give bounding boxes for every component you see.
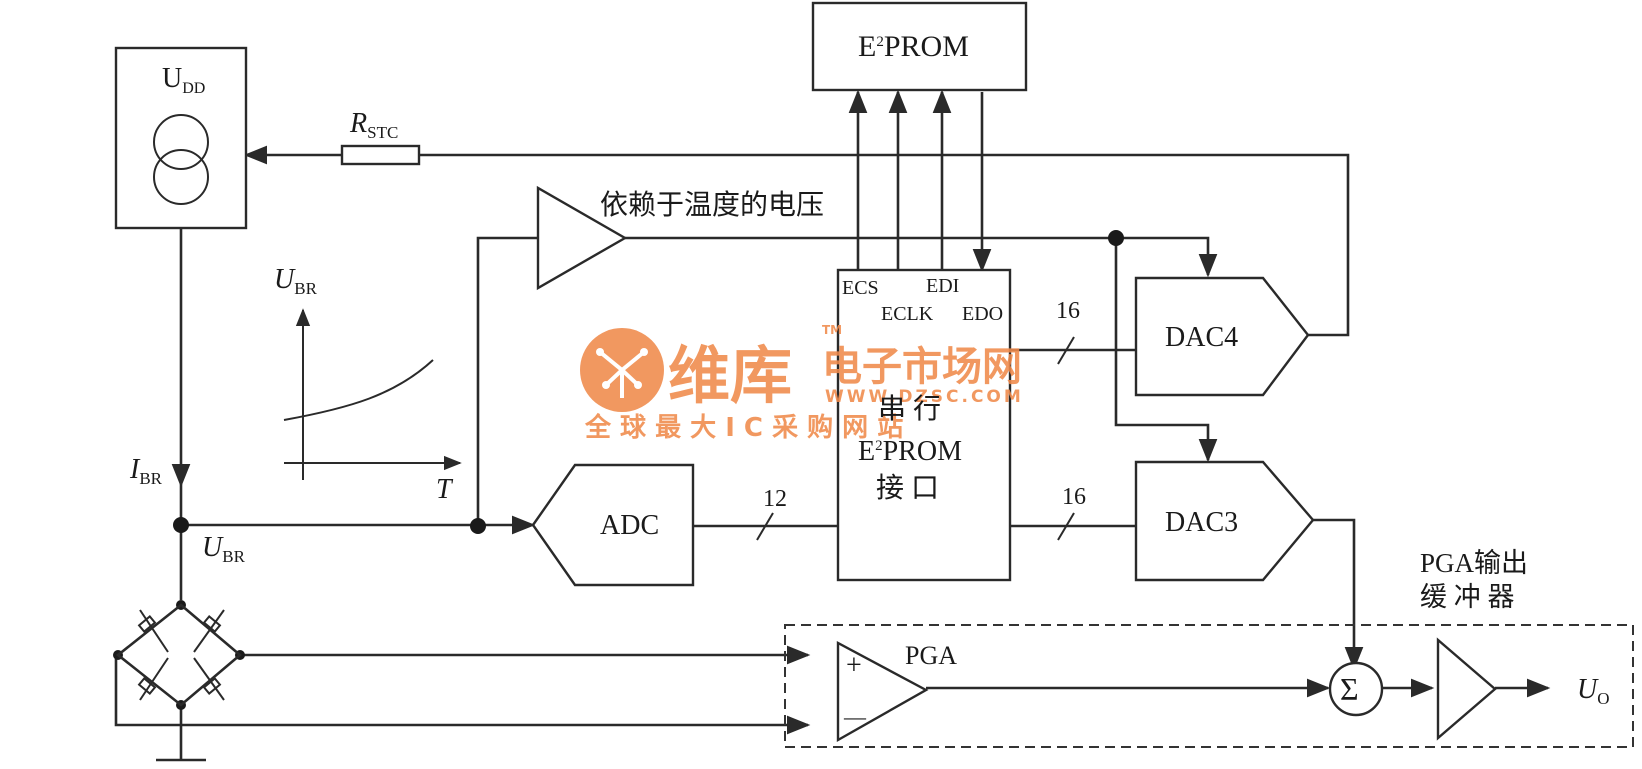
watermark-url: WWW.DZSC.COM [825, 387, 1024, 407]
summing-junction [1328, 661, 1384, 717]
sum-symbol: Σ [1340, 671, 1359, 707]
pga-amplifier [836, 640, 929, 743]
resistor-rstc [340, 144, 421, 166]
eeprom-label: E2PROM [858, 30, 969, 63]
graph-ubr-label: UBR [274, 264, 318, 298]
interface-label-line3: 接 口 [876, 472, 939, 504]
temperature-amplifier [536, 185, 628, 291]
pga-buffer-label-line2: 缓 冲 器 [1420, 582, 1515, 612]
dac3-block [1134, 460, 1315, 582]
bus-width-16-top: 16 [1056, 298, 1080, 324]
dac3-label: DAC3 [1165, 507, 1238, 538]
interface-label-line2: E2PROM [858, 436, 962, 467]
pin-eclk: ECLK [881, 303, 934, 325]
pin-ecs: ECS [842, 277, 879, 299]
pin-edo: EDO [962, 303, 1003, 325]
rstc-label: RSTC [349, 108, 398, 142]
watermark-slogan: 全 球 最 大 I C 采 购 网 站 [584, 412, 903, 443]
eeprom-interface-block [836, 268, 1012, 582]
ibr-label: IBR [129, 454, 163, 488]
graph-t-label: T [436, 474, 454, 505]
sensor-bridge [115, 603, 243, 707]
interface-label-line1: 串 行 [878, 393, 941, 425]
temp-voltage-label: 依赖于温度的电压 [600, 189, 824, 221]
pin-edi: EDI [926, 275, 959, 297]
pga-buffer-label-line1: PGA输出 [1420, 548, 1528, 578]
output-buffer [1436, 637, 1497, 741]
dac4-block [1134, 276, 1310, 397]
watermark: 维库 TM 电子市场网 WWW.DZSC.COM 全 球 最 大 I C 采 购… [580, 323, 1024, 443]
watermark-brand: 维库 [668, 339, 792, 412]
pga-minus-input: — [843, 704, 867, 729]
watermark-tm: TM [822, 323, 842, 337]
ubr-temperature-graph [283, 308, 462, 480]
adc-block [531, 463, 695, 587]
pga-plus-input: + [846, 650, 862, 681]
adc-label: ADC [600, 510, 659, 541]
bus-width-16-bottom: 16 [1062, 484, 1086, 510]
eeprom-block [811, 1, 1028, 92]
pga-label: PGA [905, 641, 957, 670]
node-ubr-label: UBR [202, 532, 246, 566]
watermark-title: 电子市场网 [822, 344, 1022, 390]
udd-label: UDD [162, 63, 205, 97]
uo-label: UO [1577, 674, 1610, 708]
current-source-icon [153, 114, 209, 170]
pga-buffer-dashed-box [784, 624, 1634, 748]
wires [114, 89, 1551, 762]
dac4-label: DAC4 [1165, 322, 1238, 353]
bus-width-12: 12 [763, 486, 787, 512]
current-source: UDD [114, 46, 248, 230]
